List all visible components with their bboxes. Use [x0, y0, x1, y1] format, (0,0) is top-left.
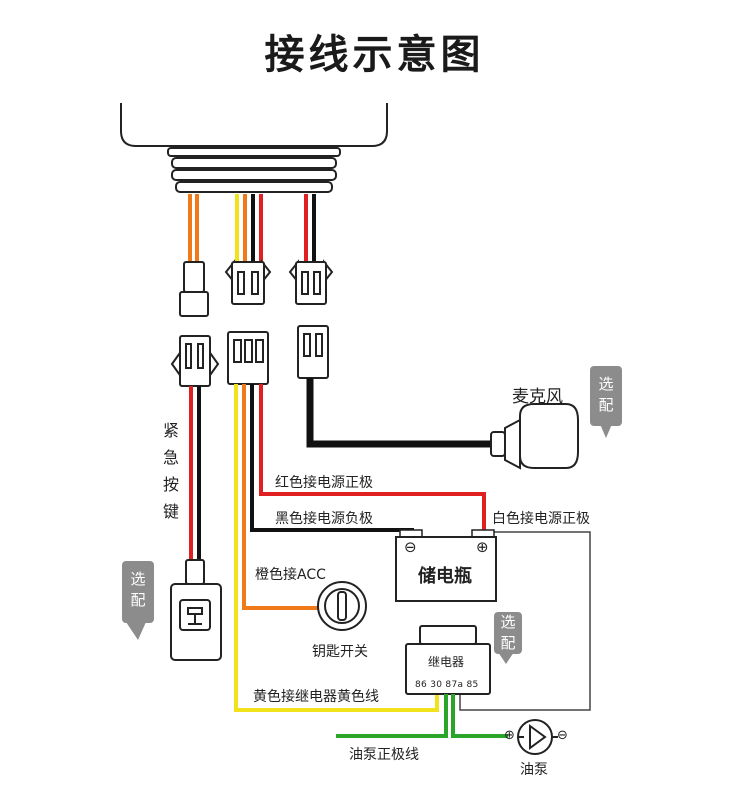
emergency-key-char: 紧: [162, 421, 179, 440]
device-wires: [188, 194, 316, 262]
battery-plus-icon: ⊕: [476, 538, 489, 556]
battery-label: 储电瓶: [418, 566, 472, 587]
optional-tag-char: 配: [130, 591, 146, 609]
microphone-icon: [490, 403, 579, 470]
optional-tag-char: 配: [598, 396, 614, 414]
key-switch-icon: [317, 581, 367, 631]
fuel-pump-label: 油泵: [520, 762, 548, 778]
optional-tag-pointers: [126, 424, 612, 664]
red-wire-label: 红色接电源正极: [275, 475, 373, 491]
optional-tag-char: 选: [500, 613, 516, 631]
emergency-key-wires: [189, 386, 201, 562]
optional-tag-mic: 选 配: [590, 366, 622, 426]
optional-tag-char: 选: [130, 570, 146, 588]
emergency-key-char: 键: [162, 502, 179, 521]
yellow-wire-label: 黄色接继电器黄色线: [253, 689, 379, 705]
microphone-label: 麦克风: [512, 387, 563, 407]
relay: [405, 625, 491, 695]
black-wire-label: 黑色接电源负极: [275, 511, 373, 527]
key-switch-label: 钥匙开关: [312, 644, 368, 660]
battery-minus-icon: ⊖: [404, 538, 417, 556]
emergency-key-char: 急: [162, 448, 179, 467]
orange-wire: [242, 384, 318, 610]
yellow-wire: [234, 384, 439, 712]
optional-tag-emergency: 选 配: [122, 561, 154, 623]
device-unit: [120, 103, 388, 193]
optional-tag-relay: 选 配: [494, 612, 522, 654]
lower-connector-mic: [297, 325, 329, 379]
upper-connector-power: [224, 259, 272, 305]
relay-pins-label: 86 30 87a 85: [415, 680, 479, 690]
battery: [395, 529, 497, 602]
white-wire: [459, 531, 591, 711]
upper-connector-mic: [288, 259, 334, 305]
relay-output-wires: [336, 694, 508, 738]
red-wire: [259, 384, 486, 532]
optional-tag-char: 配: [500, 634, 516, 652]
orange-wire-label: 橙色接ACC: [255, 567, 326, 583]
white-wire-label: 白色接电源正极: [492, 511, 590, 527]
pump-plus-icon: ⊕: [504, 728, 515, 743]
microphone-cable: [306, 378, 495, 448]
optional-tag-char: 选: [598, 375, 614, 393]
page-title: 接线示意图: [264, 32, 485, 78]
relay-label: 继电器: [428, 655, 465, 669]
lower-connector-emergency: [170, 335, 220, 387]
emergency-button-icon: [170, 559, 222, 661]
emergency-key-label: 紧 急 按 键: [162, 417, 180, 525]
pump-minus-icon: ⊖: [557, 728, 568, 743]
lower-connector-power: [227, 331, 269, 385]
fuel-pump-positive-label: 油泵正极线: [349, 747, 419, 763]
emergency-key-char: 按: [162, 475, 179, 494]
fuel-pump-icon: [517, 719, 558, 755]
upper-connector-emergency: [179, 261, 209, 317]
